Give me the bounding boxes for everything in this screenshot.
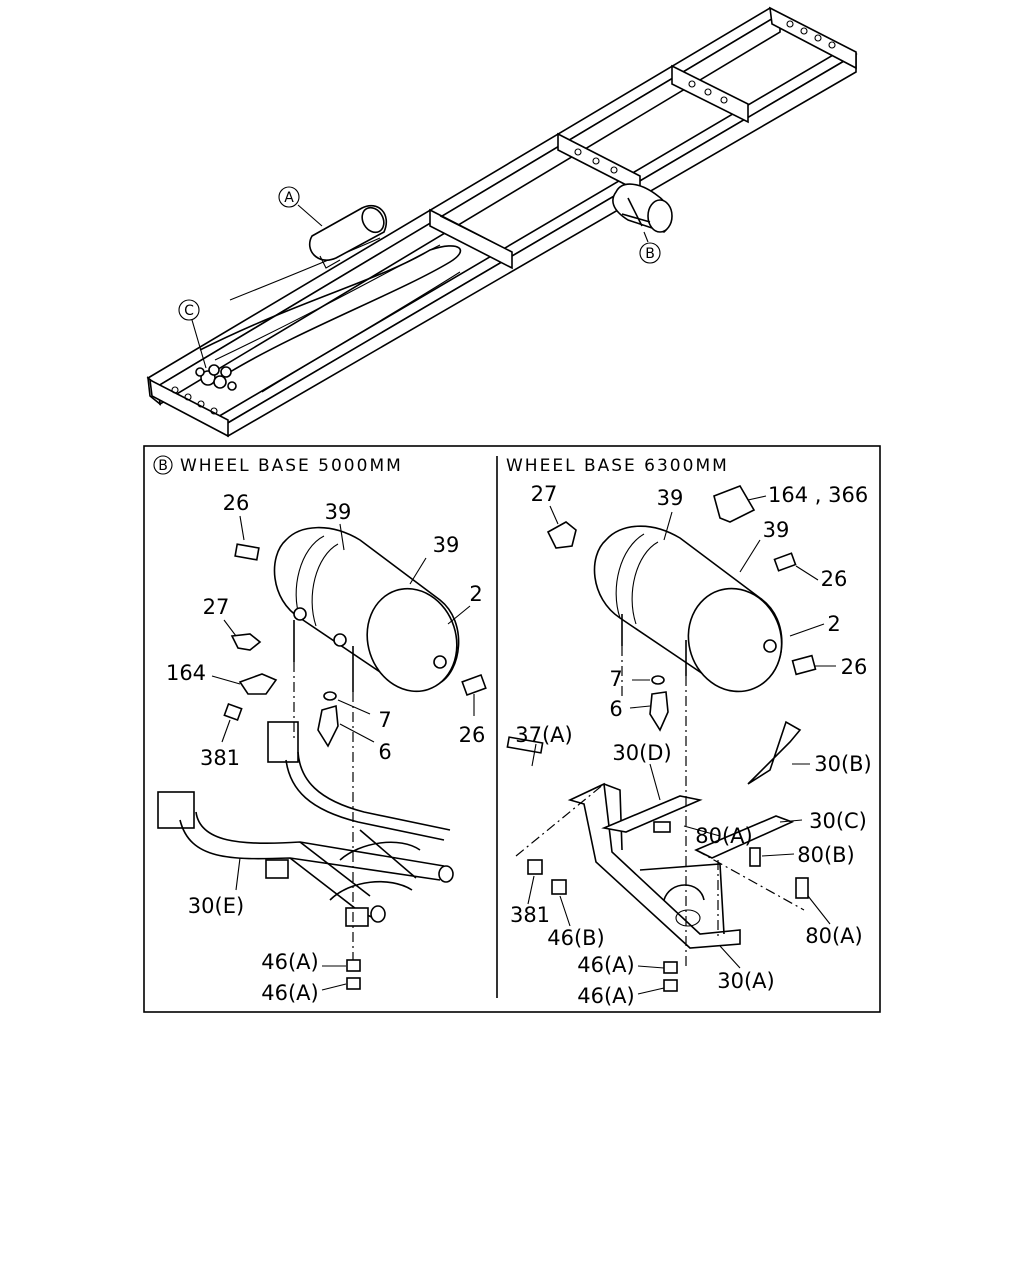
left-label-30e: 30(E) <box>188 894 244 918</box>
right-label-46a-lower: 46(A) <box>577 984 634 1008</box>
right-label-39-b: 39 <box>763 518 790 542</box>
callout-b: B <box>645 246 655 262</box>
right-label-39-a: 39 <box>657 486 684 510</box>
left-label-39-a: 39 <box>325 500 352 524</box>
left-label-46a-upper: 46(A) <box>261 950 318 974</box>
callout-a-circle <box>278 186 300 208</box>
left-panel: B WHEEL BASE 5000MM <box>153 455 487 1005</box>
right-label-80a-lower: 80(A) <box>805 924 862 948</box>
left-nut-381 <box>223 702 243 722</box>
callout-b-circle <box>639 242 661 264</box>
left-label-6: 6 <box>378 740 391 764</box>
left-label-381: 381 <box>200 746 240 770</box>
right-nut-46b <box>551 879 567 895</box>
right-label-27: 27 <box>531 482 558 506</box>
right-plug-26-top <box>773 552 797 572</box>
right-label-2: 2 <box>827 612 840 636</box>
right-label-26-right: 26 <box>841 655 868 679</box>
right-panel-title: WHEEL BASE 6300MM <box>506 456 729 476</box>
right-label-30b: 30(B) <box>814 752 872 776</box>
right-washer-7 <box>651 675 665 685</box>
right-label-30c: 30(C) <box>809 809 867 833</box>
right-label-6: 6 <box>609 697 622 721</box>
detail-frame <box>143 445 881 1013</box>
left-label-7: 7 <box>378 708 391 732</box>
right-label-46b: 46(B) <box>547 926 605 950</box>
right-nut-381 <box>527 859 543 875</box>
right-label-381: 381 <box>510 903 550 927</box>
left-bracket-30e <box>157 721 454 927</box>
right-air-tank <box>593 525 783 693</box>
right-drain-valve-6 <box>649 691 669 732</box>
left-nut-46a-lower <box>346 977 361 990</box>
right-plug-26-right <box>791 654 817 676</box>
right-elbow-164-366 <box>713 485 756 523</box>
left-label-26-right: 26 <box>459 723 486 747</box>
right-label-80b: 80(B) <box>797 843 855 867</box>
left-label-27: 27 <box>203 595 230 619</box>
right-nut-46a-upper <box>663 961 678 974</box>
right-label-30d: 30(D) <box>612 741 671 765</box>
left-air-tank <box>273 526 460 693</box>
left-label-26-top: 26 <box>223 491 250 515</box>
right-label-80a-upper: 80(A) <box>695 824 752 848</box>
left-panel-callout-circle <box>153 455 173 475</box>
right-panel: WHEEL BASE 6300MM <box>506 456 872 1008</box>
right-label-7: 7 <box>609 667 622 691</box>
right-label-37a: 37(A) <box>515 723 572 747</box>
left-panel-callout: B <box>158 458 168 474</box>
left-plug-26-right <box>461 673 487 697</box>
callout-c-circle <box>178 299 200 321</box>
air-tank-a <box>309 205 387 269</box>
left-elbow-27 <box>230 633 262 651</box>
chassis-frame-overview: A B C <box>146 6 858 438</box>
right-elbow-27 <box>546 521 577 549</box>
right-label-26-top: 26 <box>821 567 848 591</box>
left-label-164: 164 <box>166 661 206 685</box>
left-label-39-b: 39 <box>433 533 460 557</box>
left-panel-title: WHEEL BASE 5000MM <box>180 456 403 476</box>
left-drain-valve-6 <box>317 704 339 748</box>
right-label-30a: 30(A) <box>717 969 774 993</box>
right-nut-46a-lower <box>663 979 678 992</box>
callout-c: C <box>184 303 194 319</box>
left-label-46a-lower: 46(A) <box>261 981 318 1005</box>
front-valve-cluster <box>195 364 237 391</box>
air-tank-b <box>612 183 673 233</box>
callout-a: A <box>284 190 294 206</box>
left-plug-26-top <box>234 543 260 561</box>
right-label-164-366: 164 , 366 <box>768 483 868 507</box>
left-washer-7 <box>323 691 337 701</box>
left-label-2: 2 <box>469 582 482 606</box>
left-elbow-164 <box>238 673 278 695</box>
right-label-46a-upper: 46(A) <box>577 953 634 977</box>
left-nut-46a-upper <box>346 959 361 972</box>
